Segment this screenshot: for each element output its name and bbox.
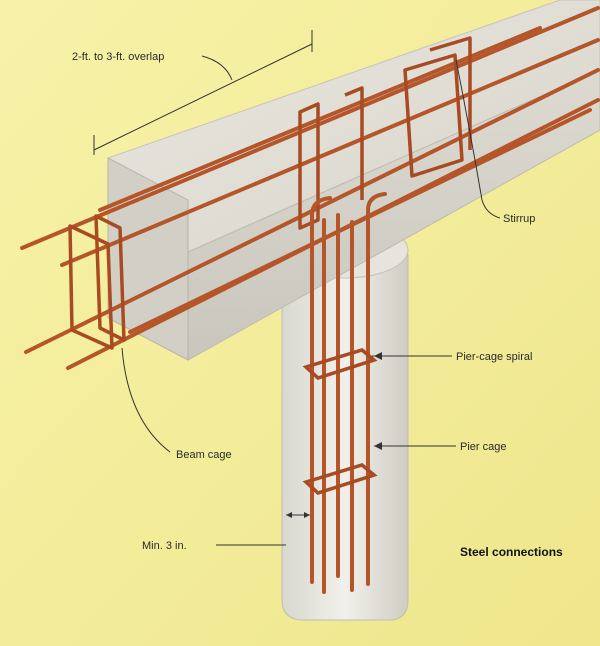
beam-cage-stirrups (68, 214, 126, 350)
pier-cage-spiral-label: Pier-cage spiral (456, 351, 532, 363)
beam-stirrups (298, 36, 472, 230)
stirrup-leader (455, 59, 501, 219)
figure-title: Steel connections (460, 545, 563, 559)
beam-cage-leader (121, 347, 171, 453)
leader-lines (121, 59, 501, 546)
arrowheads (286, 352, 382, 518)
pier-cage-label: Pier cage (460, 441, 506, 453)
overlap-dimension-line (93, 30, 313, 155)
concrete-beam (107, 0, 600, 361)
beam-cage-label: Beam cage (176, 449, 232, 461)
stirrup-label: Stirrup (503, 213, 535, 225)
min-cover-label: Min. 3 in. (142, 540, 187, 552)
overlap-label: 2-ft. to 3-ft. overlap (72, 51, 164, 63)
pier-cage-spiral-ties (302, 348, 378, 495)
pier-cage-vertical-bars (310, 192, 387, 594)
